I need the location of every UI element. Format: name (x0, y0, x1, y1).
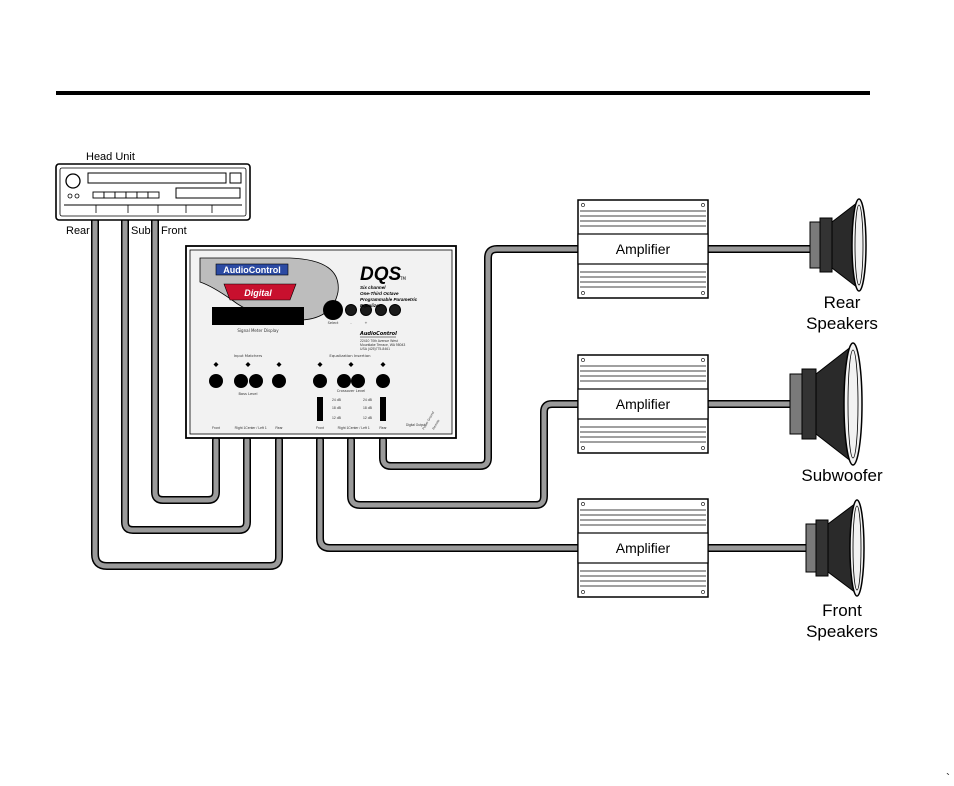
svg-text:Remote: Remote (431, 419, 440, 431)
front-speakers-label-line1: Front (822, 601, 862, 620)
display-label: Signal Meter Display (237, 328, 279, 333)
svg-text:Front: Front (212, 426, 220, 430)
subwoofer-label: Subwoofer (801, 466, 883, 485)
head-unit-rear-label: Rear (66, 225, 90, 237)
rear-speakers-label-line2: Speakers (806, 314, 878, 333)
digital-badge (223, 283, 297, 301)
svg-text:Rear: Rear (275, 426, 283, 430)
button-icon (360, 304, 372, 316)
input-jack-labels: Front Right 1 Center / Left 1 Rear (212, 426, 284, 430)
trademark-mark: TM (399, 276, 406, 281)
minus-label: - (350, 321, 352, 325)
head-unit-front-label: Front (161, 225, 187, 237)
brand-logo-text: AudioControl (223, 265, 281, 275)
svg-text:Six channel: Six channel (360, 285, 386, 290)
plus-label: + (365, 321, 368, 325)
head-unit-sub-label: Sub (131, 225, 151, 237)
brand-logo (215, 263, 289, 276)
eq-section-label: Equalization Insertion (329, 353, 371, 358)
maker-address: 22410 70th Avenue West Mountlake Terrace… (360, 339, 405, 351)
svg-text:Right 1: Right 1 (338, 426, 349, 430)
button-icon (345, 304, 357, 316)
amplifier: Amplifier (577, 354, 709, 454)
svg-text:18 dB: 18 dB (363, 406, 373, 410)
digital-badge-text: Digital (244, 288, 272, 298)
amplifier-label: Amplifier (616, 241, 671, 257)
rear-speakers-label-line1: Rear (824, 293, 861, 312)
rear-speaker-icon (809, 198, 867, 292)
select-label: Select (328, 321, 339, 325)
svg-text:Equalizer: Equalizer (360, 303, 381, 308)
bass-level-label: Bass Level (238, 392, 257, 396)
svg-text:12 dB: 12 dB (332, 416, 342, 420)
amplifier-label: Amplifier (616, 396, 671, 412)
button-icon (375, 304, 387, 316)
output-level-knobs (313, 374, 390, 388)
crossover-slope-labels: 24 dB 18 dB 12 dB 24 dB 18 dB 12 dB (332, 398, 373, 420)
model-name: DQS (360, 264, 402, 285)
amplifier-label: Amplifier (616, 540, 671, 556)
output-jack-labels: Front Right 1 Center / Left 1 Rear (316, 426, 388, 430)
top-rule (56, 91, 870, 95)
svg-text:Digital Output: Digital Output (406, 423, 425, 427)
svg-text:24 dB: 24 dB (363, 398, 373, 402)
signal-meter-display (212, 307, 304, 325)
svg-text:Right 1: Right 1 (235, 426, 246, 430)
svg-text:18 dB: 18 dB (332, 406, 342, 410)
indicator-diamonds (213, 362, 386, 367)
button-icon (389, 304, 401, 316)
amplifier: Amplifier (577, 498, 709, 598)
maker-name: AudioControl (359, 331, 397, 337)
svg-text:Programmable Parametric: Programmable Parametric (360, 297, 418, 302)
crossover-level-label: Crossover Level (337, 389, 366, 393)
svg-text:One-Third Octave: One-Third Octave (360, 291, 399, 296)
amplifier: Amplifier (577, 199, 709, 299)
crossover-switches (317, 397, 386, 421)
input-section-label: Input Matchers (234, 353, 263, 358)
svg-text:12 dB: 12 dB (363, 416, 373, 420)
select-knob-icon (323, 300, 343, 320)
dqs-processor: AudioControl Digital Signal Meter Displa… (185, 245, 457, 439)
svg-text:USA (425)775-8461: USA (425)775-8461 (360, 347, 390, 351)
subwoofer-icon (789, 342, 863, 466)
model-description: Six channel One-Third Octave Programmabl… (360, 285, 418, 308)
head-unit: Head Unit Rear Sub Front (55, 151, 251, 237)
cables (91, 216, 814, 570)
svg-text:22410 70th Avenue West: 22410 70th Avenue West (360, 339, 398, 343)
svg-text:24 dB: 24 dB (332, 398, 342, 402)
corner-mark: ` (946, 771, 950, 785)
preset-buttons (92, 191, 160, 199)
volume-knob-icon (65, 173, 81, 189)
svg-text:Rear: Rear (379, 426, 387, 430)
svg-text:Center / Left 1: Center / Left 1 (348, 426, 370, 430)
svg-text:Mountlake Terrace, WA 98043: Mountlake Terrace, WA 98043 (360, 343, 405, 347)
front-speaker-icon (805, 499, 865, 597)
head-unit-title: Head Unit (86, 151, 135, 163)
svg-text:Front: Front (316, 426, 324, 430)
input-level-knobs (209, 374, 286, 388)
front-speakers-label-line2: Speakers (806, 622, 878, 641)
svg-text:Center / Left 1: Center / Left 1 (245, 426, 267, 430)
